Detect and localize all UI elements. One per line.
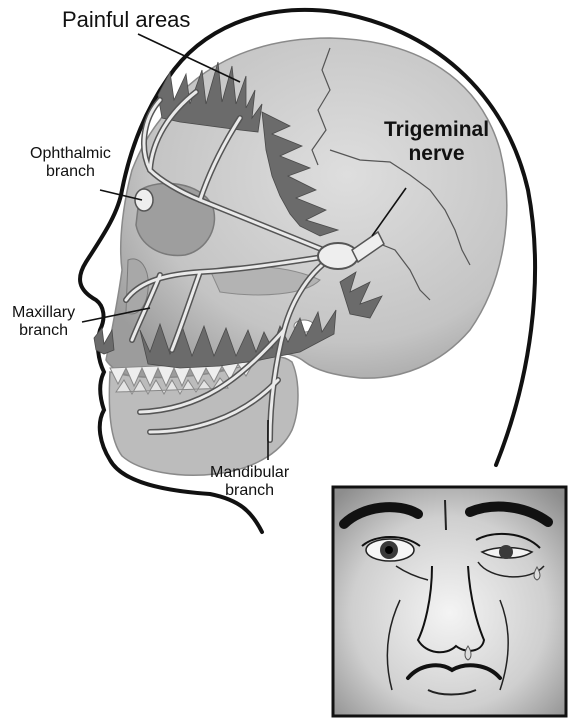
label-painful-areas: Painful areas — [62, 8, 190, 33]
inset-frame — [333, 487, 566, 716]
label-ophthalmic-branch: Ophthalmic branch — [30, 145, 111, 181]
iris-right — [499, 545, 513, 559]
label-ophthalmic-line1: Ophthalmic — [30, 145, 111, 163]
pupil-left — [385, 546, 393, 554]
label-mandibular-branch: Mandibular branch — [210, 464, 289, 500]
forehead-crease — [445, 500, 446, 530]
label-maxillary-line2: branch — [12, 322, 75, 340]
label-trigeminal-line2: nerve — [384, 142, 489, 166]
label-trigeminal-line1: Trigeminal — [384, 118, 489, 142]
label-maxillary-line1: Maxillary — [12, 304, 75, 322]
trigeminal-ganglion — [318, 243, 358, 269]
label-trigeminal-nerve: Trigeminal nerve — [384, 118, 489, 165]
ophthalmic-ganglion — [135, 189, 153, 211]
label-mandibular-line1: Mandibular — [210, 464, 289, 482]
inset-face-panel — [333, 487, 566, 716]
label-maxillary-branch: Maxillary branch — [12, 304, 75, 340]
label-mandibular-line2: branch — [210, 482, 289, 500]
label-ophthalmic-line2: branch — [30, 163, 111, 181]
